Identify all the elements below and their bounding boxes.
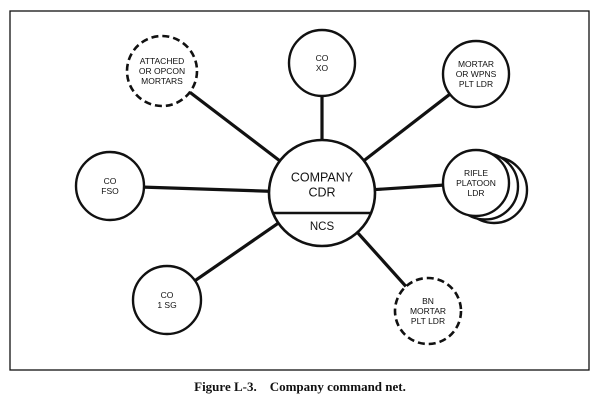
- figure-title: Company command net.: [269, 379, 406, 394]
- node-rifle-platoon-ldr-label-line-2: PLATOON: [456, 178, 496, 188]
- node-bn-mortar-plt-ldr-label-line-1: BN: [422, 296, 434, 306]
- figure-number: Figure L-3.: [194, 379, 257, 394]
- node-rifle-platoon-ldr-circle: [441, 148, 511, 218]
- node-co-xo-label-line-2: XO: [316, 63, 329, 73]
- node-mortar-wpns-plt-ldr-label-line-1: MORTAR: [458, 59, 494, 69]
- node-co-fso-circle: [74, 150, 146, 222]
- node-mortar-wpns-plt-ldr-label-line-3: PLT LDR: [459, 79, 493, 89]
- node-co-1sg-label-line-1: CO: [161, 290, 174, 300]
- node-rifle-platoon-ldr-label-line-3: LDR: [467, 188, 484, 198]
- center-node-circle: [267, 138, 377, 248]
- node-rifle-platoon-ldr-label-line-1: RIFLE: [464, 168, 488, 178]
- node-co-1sg: CO1 SG: [131, 264, 203, 336]
- figure-caption: Figure L-3. Company command net.: [0, 379, 600, 395]
- node-co-1sg-circle: [131, 264, 203, 336]
- link-co-fso: [143, 185, 270, 193]
- node-attached-opcon-mortars-label-line-3: MORTARS: [141, 76, 183, 86]
- node-mortar-wpns-plt-ldr-circle: [441, 39, 511, 109]
- link-attached-opcon-mortars: [188, 90, 281, 163]
- node-bn-mortar-plt-ldr-label-line-3: PLT LDR: [411, 316, 445, 326]
- link-mortar-wpns-plt-ldr: [362, 92, 451, 162]
- center-node-cdr-line-1: COMPANY: [291, 171, 354, 185]
- link-rifle-platoon-ldr: [374, 183, 444, 192]
- net-links: [143, 90, 451, 288]
- node-attached-opcon-mortars-label-line-1: ATTACHED: [140, 56, 185, 66]
- node-co-xo-circle: [287, 28, 357, 98]
- link-co-1sg: [194, 221, 280, 283]
- node-co-fso-label-line-1: CO: [104, 176, 117, 186]
- node-bn-mortar-plt-ldr-label-line-2: MORTAR: [410, 306, 446, 316]
- node-co-fso-label-line-2: FSO: [101, 186, 119, 196]
- node-attached-opcon-mortars-label-line-2: OR OPCON: [139, 66, 185, 76]
- center-node-ncs-label: NCS: [310, 221, 335, 233]
- center-node-cdr-line-2: CDR: [308, 186, 335, 200]
- node-mortar-wpns-plt-ldr-label-line-2: OR WPNS: [456, 69, 497, 79]
- node-co-xo-label-line-1: CO: [316, 53, 329, 63]
- node-attached-opcon-mortars-circle: [125, 34, 199, 108]
- node-co-1sg-label-line-2: 1 SG: [157, 300, 176, 310]
- link-bn-mortar-plt-ldr: [356, 231, 408, 288]
- diagram-frame: [9, 10, 590, 371]
- node-bn-mortar-plt-ldr-circle: [393, 276, 463, 346]
